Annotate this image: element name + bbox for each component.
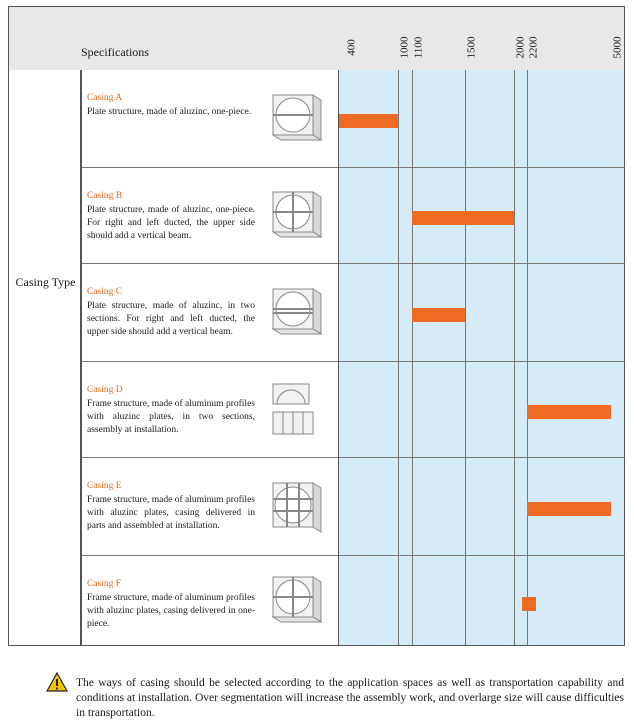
- casing-a-icon: [267, 91, 325, 152]
- range-bar: [338, 114, 398, 128]
- range-bar: [527, 502, 611, 516]
- casing-name: Casing E: [87, 481, 122, 491]
- grid-line: [527, 70, 528, 646]
- casing-d-icon: [267, 382, 325, 443]
- casing-row: Casing D Frame structure, made of aluminu…: [81, 362, 625, 458]
- casing-text: Frame structure, made of aluminum profil…: [87, 399, 255, 435]
- casing-name: Casing A: [87, 93, 123, 103]
- grid-line: [465, 70, 466, 646]
- header-title: Specifications: [81, 45, 149, 59]
- casing-name: Casing F: [87, 579, 122, 589]
- note-text: The ways of casing should be selected ac…: [76, 677, 624, 719]
- casing-name: Casing D: [87, 385, 123, 395]
- range-bar: [412, 211, 514, 225]
- grid-line: [412, 70, 413, 646]
- divider: [8, 645, 625, 646]
- casing-description: Casing A Plate structure, made of aluzinc…: [87, 92, 255, 119]
- casing-f-icon: [267, 573, 325, 634]
- casing-text: Plate structure, made of aluzinc, in two…: [87, 301, 255, 337]
- casing-rows: Casing A Plate structure, made of aluzinc…: [81, 70, 625, 646]
- divider: [81, 70, 82, 646]
- casing-text: Frame structure, made of aluminum profil…: [87, 593, 255, 629]
- size-tick: 5000: [611, 36, 624, 59]
- casing-text: Plate structure, made of aluzinc, one-pi…: [87, 205, 255, 241]
- size-tick: 400: [345, 39, 358, 56]
- transport-note: The ways of casing should be selected ac…: [46, 676, 624, 721]
- casing-text: Frame structure, made of aluminum profil…: [87, 495, 255, 531]
- casing-b-icon: [267, 188, 325, 249]
- size-tick: 1100: [412, 36, 425, 59]
- size-tick: 1500: [465, 36, 478, 59]
- casing-description: Casing E Frame structure, made of aluminu…: [87, 480, 255, 533]
- warning-icon: [46, 672, 68, 692]
- casing-name: Casing C: [87, 287, 123, 297]
- casing-text: Plate structure, made of aluzinc, one-pi…: [87, 107, 252, 117]
- casing-description: Casing C Plate structure, made of aluzinc…: [87, 286, 255, 339]
- divider: [338, 70, 339, 646]
- casing-e-icon: [267, 479, 325, 540]
- casing-c-icon: [267, 285, 325, 346]
- range-bar: [527, 405, 611, 419]
- range-bar: [412, 308, 465, 322]
- grid-line: [398, 70, 399, 646]
- size-tick: 2000: [514, 36, 527, 59]
- casing-row: Casing A Plate structure, made of aluzinc…: [81, 70, 625, 168]
- casing-type-label: Casing Type: [15, 275, 76, 289]
- casing-row: Casing F Frame structure, made of aluminu…: [81, 556, 625, 646]
- casing-description: Casing B Plate structure, made of aluzinc…: [87, 190, 255, 243]
- left-column: Casing Type: [8, 70, 81, 646]
- size-tick: 2200: [527, 36, 540, 59]
- casing-row: Casing E Frame structure, made of aluminu…: [81, 458, 625, 556]
- casing-description: Casing D Frame structure, made of aluminu…: [87, 384, 255, 437]
- size-tick: 1000: [398, 36, 411, 59]
- casing-description: Casing F Frame structure, made of aluminu…: [87, 578, 255, 631]
- range-bar: [522, 597, 536, 611]
- casing-row: Casing B Plate structure, made of aluzinc…: [81, 168, 625, 264]
- grid-line: [514, 70, 515, 646]
- casing-row: Casing C Plate structure, made of aluzinc…: [81, 264, 625, 362]
- casing-name: Casing B: [87, 191, 123, 201]
